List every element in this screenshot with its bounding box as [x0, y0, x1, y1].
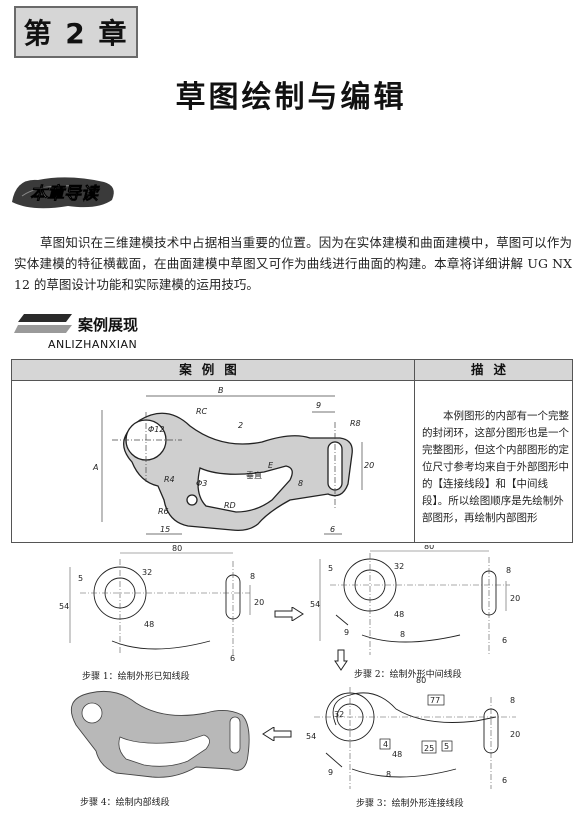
svg-text:80: 80: [424, 545, 434, 551]
dim-2: 2: [238, 421, 243, 430]
dim-9: 9: [316, 401, 321, 410]
dim-8: 8: [298, 479, 303, 488]
dim-d12: Φ12: [148, 425, 164, 434]
svg-text:9: 9: [344, 628, 349, 637]
dim-d3: Φ3: [196, 479, 207, 488]
table-header: 案例图 描述: [12, 360, 572, 381]
svg-text:25: 25: [424, 744, 434, 753]
svg-text:5: 5: [444, 742, 449, 751]
arrow-right-icon: [274, 607, 304, 621]
dim-R4: R4: [164, 475, 175, 484]
svg-text:6: 6: [502, 776, 507, 785]
dim-A: A: [92, 463, 98, 472]
col-header-figure: 案例图: [179, 362, 247, 377]
arrow-left-icon: [262, 727, 292, 741]
step3-caption: 步骤 3：绘制外形连接线段: [356, 799, 464, 809]
case-description: 本例图形的内部有一个完整的封闭环，这部分图形也是一个完整图形，但这个内部图形的定…: [422, 410, 569, 524]
svg-text:20: 20: [510, 594, 520, 603]
svg-text:80: 80: [416, 677, 426, 685]
svg-text:80: 80: [172, 545, 182, 553]
svg-text:8: 8: [506, 566, 511, 575]
svg-text:77: 77: [430, 696, 440, 705]
dim-15: 15: [160, 525, 170, 534]
step2-caption: 步骤 2：绘制外形中间线段: [354, 670, 462, 680]
dim-R6: R6: [158, 507, 169, 516]
svg-text:54: 54: [306, 732, 316, 741]
case-drawing: B A E RC R4 R6 R8 RD Φ12 Φ3 9 8 20 6 15 …: [92, 386, 374, 535]
case-table: 案例图 描述 B A: [11, 359, 573, 543]
svg-text:32: 32: [334, 710, 344, 719]
svg-text:20: 20: [254, 598, 264, 607]
svg-text:6: 6: [230, 654, 235, 663]
svg-text:5: 5: [328, 564, 333, 573]
case-section-heading: 案例展现 ANLIZHANXIAN: [14, 312, 214, 356]
label-chuizhi: 垂直: [246, 470, 262, 480]
arrow-down-icon: [334, 649, 348, 671]
svg-text:5: 5: [78, 574, 83, 583]
step4-drawing: [70, 690, 250, 778]
intro-banner-text: 本章导读: [30, 184, 100, 204]
chapter-title: 草图绘制与编辑: [175, 80, 407, 115]
step3-drawing: 80 77 32 8 54 20 4 48 25 5 9 8 6: [306, 677, 520, 789]
svg-text:48: 48: [392, 750, 402, 759]
dim-E: E: [268, 461, 274, 470]
intro-banner: 本章导读: [12, 177, 114, 209]
svg-text:9: 9: [328, 768, 333, 777]
case-section-label: 案例展现: [78, 316, 139, 334]
svg-text:8: 8: [400, 630, 405, 639]
svg-text:32: 32: [142, 568, 152, 577]
dim-R8: R8: [350, 419, 361, 428]
intro-paragraph: 草图知识在三维建模技术中占据相当重要的位置。因为在实体建模和曲面建模中，草图可以…: [14, 235, 572, 292]
dim-RD: RD: [224, 501, 236, 510]
case-heading-bars: [14, 314, 72, 333]
svg-text:6: 6: [502, 636, 507, 645]
svg-text:54: 54: [310, 600, 320, 609]
svg-text:48: 48: [394, 610, 404, 619]
dim-6: 6: [330, 525, 335, 534]
step4-caption: 步骤 4：绘制内部线段: [80, 798, 170, 808]
svg-text:8: 8: [386, 770, 391, 779]
step1-caption: 步骤 1：绘制外形已知线段: [82, 672, 190, 682]
dim-B: B: [218, 386, 224, 395]
svg-text:4: 4: [383, 740, 388, 749]
step1-drawing: 80 5 32 8 54 20 48 6: [59, 545, 264, 663]
case-section-pinyin: ANLIZHANXIAN: [48, 338, 138, 351]
chapter-label: 第 2 章: [14, 6, 138, 58]
svg-text:54: 54: [59, 602, 69, 611]
step2-drawing: 80 5 32 8 54 20 48 9 8 6: [310, 545, 520, 655]
svg-text:48: 48: [144, 620, 154, 629]
svg-text:8: 8: [250, 572, 255, 581]
svg-text:20: 20: [510, 730, 520, 739]
svg-text:8: 8: [510, 696, 515, 705]
dim-20: 20: [364, 461, 374, 470]
dim-RC: RC: [196, 407, 208, 416]
col-header-description: 描述: [470, 362, 516, 377]
svg-text:32: 32: [394, 562, 404, 571]
